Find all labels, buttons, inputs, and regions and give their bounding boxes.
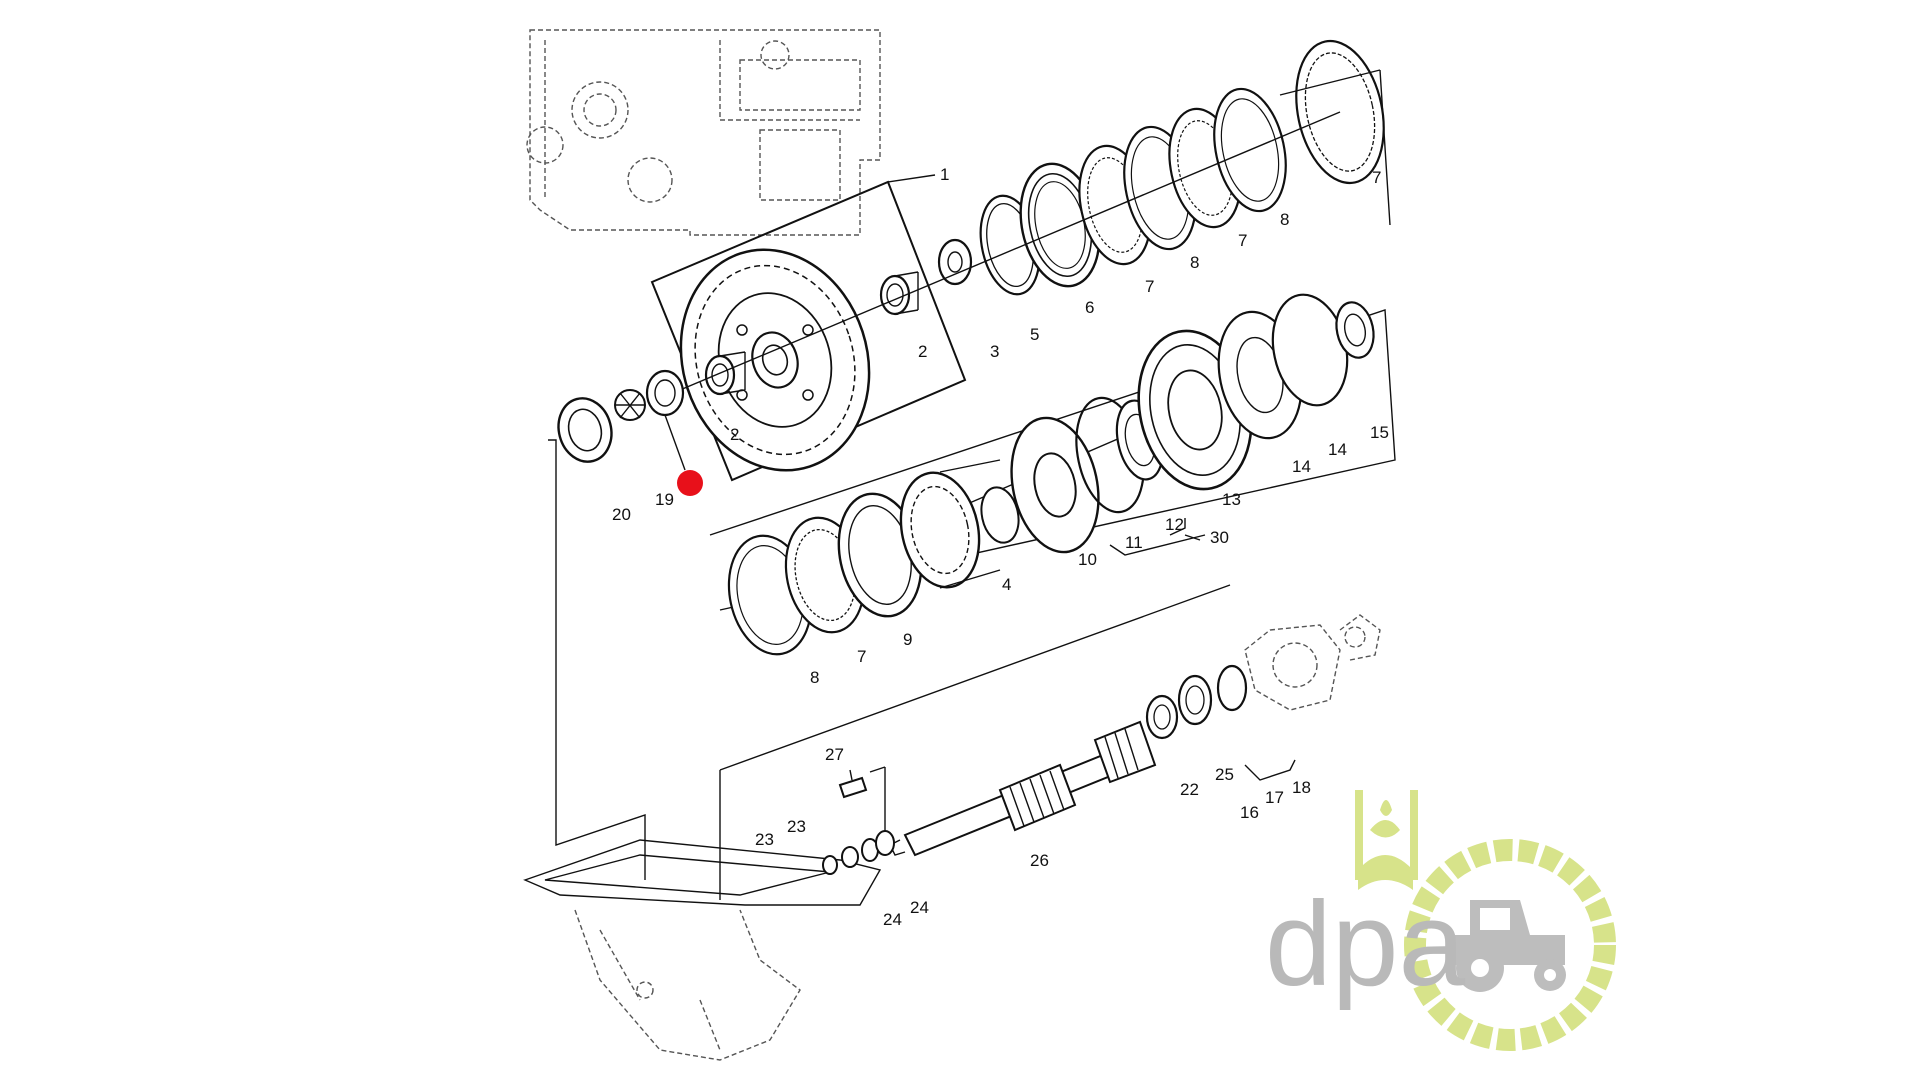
clutch-hub (899, 459, 1020, 589)
label-part-14a: 14 (1292, 457, 1311, 476)
label-part-2b: 2 (918, 342, 927, 361)
label-part-8a: 8 (1190, 253, 1199, 272)
highlight-dot (677, 470, 703, 496)
label-part-18: 18 (1292, 778, 1311, 797)
label-part-7a: 7 (1145, 277, 1154, 296)
bearing-cup (557, 397, 613, 463)
label-part-26: 26 (1030, 851, 1049, 870)
needle-bearing-inner (704, 351, 746, 396)
label-part-25: 25 (1215, 765, 1234, 784)
transmission-housing (526, 29, 881, 236)
label-part-7b: 7 (1238, 231, 1247, 250)
tractor-icon (1455, 900, 1566, 992)
label-part-24b: 24 (910, 898, 929, 917)
dpa-logo: dpa (1265, 790, 1616, 1051)
label-part-7d: 7 (857, 647, 866, 666)
label-part-14b: 14 (1328, 440, 1347, 459)
lower-housing (523, 839, 882, 1061)
label-part-27: 27 (825, 745, 844, 764)
logo-text: dpa (1265, 877, 1465, 1011)
label-part-19: 19 (655, 490, 674, 509)
label-part-8c: 8 (810, 668, 819, 687)
plug-27 (838, 769, 868, 799)
label-part-11: 11 (1125, 533, 1143, 552)
label-part-12: 12 (1165, 515, 1184, 534)
label-part-5: 5 (1030, 325, 1039, 344)
pto-housing (1244, 614, 1381, 711)
label-part-23a: 23 (755, 830, 774, 849)
bearing-25 (1177, 674, 1213, 726)
label-part-9: 9 (903, 630, 912, 649)
label-part-10: 10 (1078, 550, 1097, 569)
label-part-13: 13 (1222, 490, 1241, 509)
wheat-icon (1355, 790, 1418, 890)
bearing-cup-17 (1216, 664, 1248, 712)
label-part-17: 17 (1265, 788, 1284, 807)
label-part-4: 4 (1002, 575, 1011, 594)
label-part-6: 6 (1085, 298, 1094, 317)
label-part-16: 16 (1240, 803, 1259, 822)
needle-bearing-outer (879, 271, 919, 316)
washer-23a (822, 855, 838, 875)
label-part-8b: 8 (1280, 210, 1289, 229)
label-part-23b: 23 (787, 817, 806, 836)
label-part-20: 20 (612, 505, 631, 524)
label-part-30: 30 (1210, 528, 1229, 547)
main-shaft (889, 720, 1157, 857)
lock-nut (1335, 301, 1375, 359)
washer-23b (841, 846, 859, 868)
thrust-washer (937, 238, 973, 286)
bearing-22 (1145, 694, 1179, 740)
label-part-15: 15 (1370, 423, 1389, 442)
label-part-3: 3 (990, 342, 999, 361)
label-part-22: 22 (1180, 780, 1199, 799)
ring-24b (875, 830, 895, 856)
label-part-1: 1 (940, 165, 949, 184)
gear-ring-icon (1404, 839, 1616, 1051)
label-part-24a: 24 (883, 910, 902, 929)
label-part-7c: 7 (1372, 168, 1381, 187)
roller-cage (614, 389, 646, 421)
seal-ring (645, 369, 685, 417)
label-part-2a: 2 (730, 425, 739, 444)
